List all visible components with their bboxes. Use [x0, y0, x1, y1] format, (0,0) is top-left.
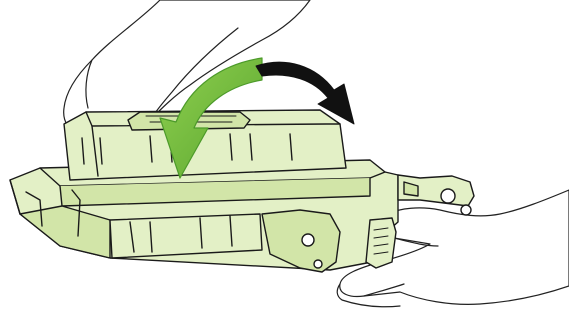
toner-cartridge	[10, 110, 474, 272]
cartridge-gear	[366, 218, 396, 268]
